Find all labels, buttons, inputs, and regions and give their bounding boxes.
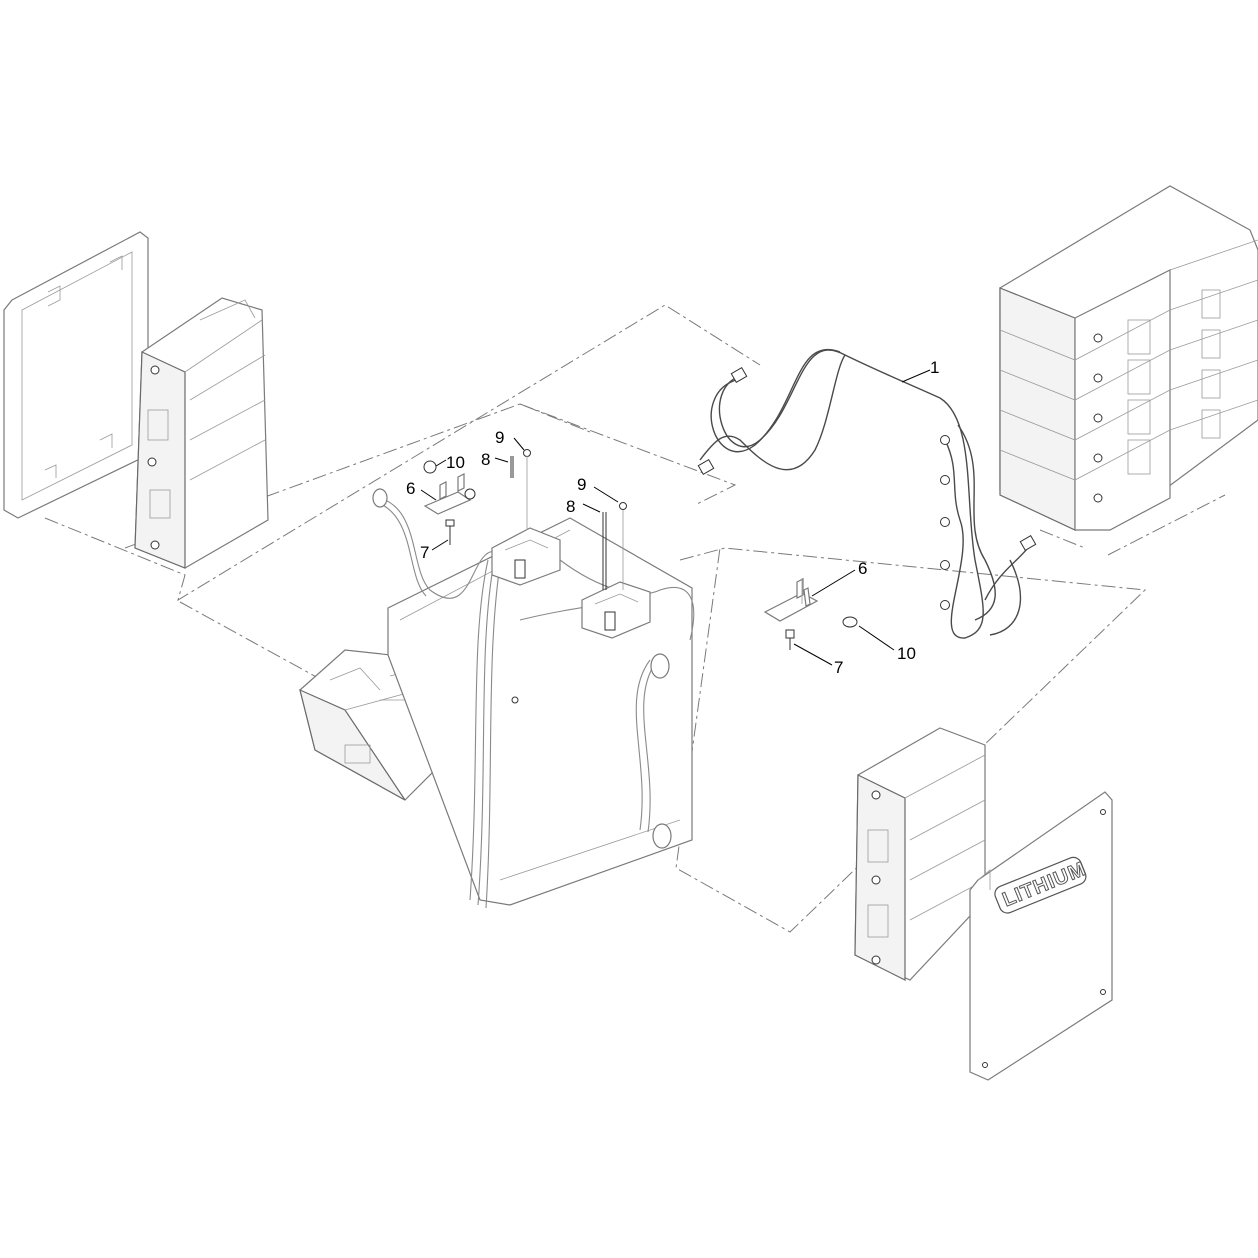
battery-module-stack (999, 185, 1258, 531)
leader-lines (420, 369, 931, 666)
callout-10-left: 10 (446, 453, 465, 472)
callout-1: 1 (930, 358, 939, 377)
bolt-item-8-center (602, 512, 607, 590)
contactor-right (581, 581, 651, 639)
right-battery-module (854, 727, 986, 981)
cable-harness-item-1 (697, 348, 1037, 639)
callout-7-right: 7 (834, 658, 843, 677)
nut-item-9-center (619, 502, 627, 590)
left-battery-module (134, 297, 269, 569)
screw-item-7-right (785, 629, 795, 650)
bracket-item-6-right (763, 578, 819, 622)
phantom-lines (44, 304, 1226, 933)
bracket-item-6-left (423, 473, 472, 515)
ring-terminal-item-10-right (842, 616, 858, 628)
callout-8-left: 8 (481, 450, 490, 469)
callout-8-center: 8 (566, 497, 575, 516)
panel-wire-harness (372, 488, 695, 909)
bolt-item-8-left (510, 456, 514, 478)
callout-7-left: 7 (420, 543, 429, 562)
callout-6-left: 6 (406, 479, 415, 498)
nut-item-9-left (523, 449, 531, 530)
contactor-left (491, 527, 561, 586)
ring-terminal-item-10-left (423, 460, 476, 500)
callout-9-left: 9 (495, 428, 504, 447)
screw-item-7-left (445, 519, 455, 545)
left-side-cover (3, 231, 149, 519)
right-side-cover: LITHIUM (969, 791, 1113, 1081)
callout-10-right: 10 (897, 644, 916, 663)
callout-9-center: 9 (577, 475, 586, 494)
callout-6-right: 6 (858, 559, 867, 578)
callout-labels: 1 10 6 7 8 9 8 9 6 7 10 (406, 358, 939, 677)
